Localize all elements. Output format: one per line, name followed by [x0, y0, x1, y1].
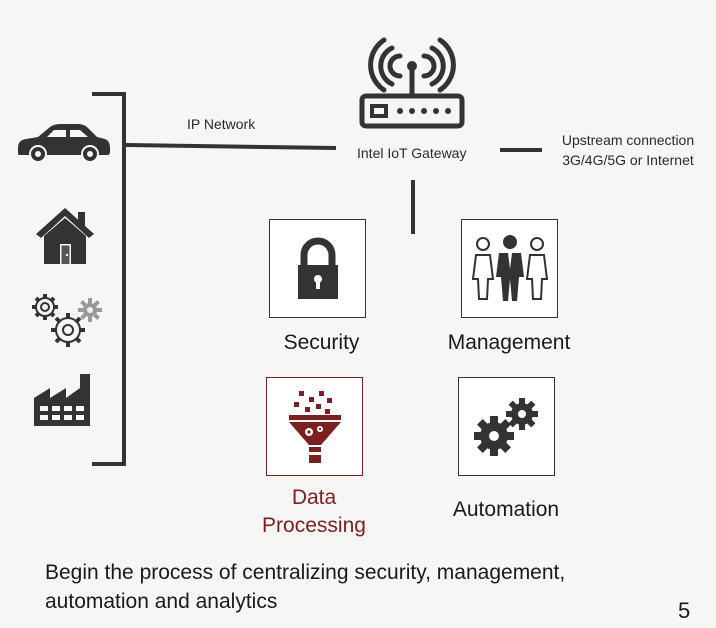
- data-processing-box: [266, 377, 363, 476]
- upstream-label: Upstream connection 3G/4G/5G or Internet: [548, 130, 708, 170]
- ip-network-label: IP Network: [187, 116, 256, 132]
- upstream-line1: Upstream connection: [561, 132, 695, 148]
- gateway-label: Intel IoT Gateway: [357, 145, 467, 161]
- management-box: [461, 219, 558, 318]
- gears-icon: [32, 294, 102, 347]
- security-label: Security: [283, 331, 360, 354]
- slide-caption: Begin the process of centralizing securi…: [45, 558, 605, 616]
- funnel-icon: [288, 390, 341, 463]
- security-box: [269, 219, 366, 318]
- device-bracket: [92, 92, 126, 466]
- car-icon: [18, 124, 110, 162]
- house-icon: [36, 208, 94, 264]
- page-number: 5: [678, 598, 691, 623]
- caption-line1: Begin the process of centralizing securi…: [45, 561, 566, 584]
- automation-box: [458, 377, 555, 476]
- people-icon: [471, 234, 548, 301]
- management-label: Management: [447, 331, 571, 354]
- data-processing-line1: Data: [291, 486, 337, 509]
- padlock-icon: [297, 237, 338, 299]
- factory-icon: [34, 374, 90, 426]
- data-processing-line2: Processing: [262, 514, 366, 537]
- router-icon: [359, 37, 465, 129]
- automation-label: Automation: [452, 498, 560, 521]
- upstream-line2: 3G/4G/5G or Internet: [562, 152, 694, 168]
- gears-solid-icon: [473, 397, 538, 456]
- caption-line2: automation and analytics: [45, 590, 278, 613]
- data-processing-label: Data Processing: [256, 484, 372, 540]
- ip-network-line: [123, 143, 337, 150]
